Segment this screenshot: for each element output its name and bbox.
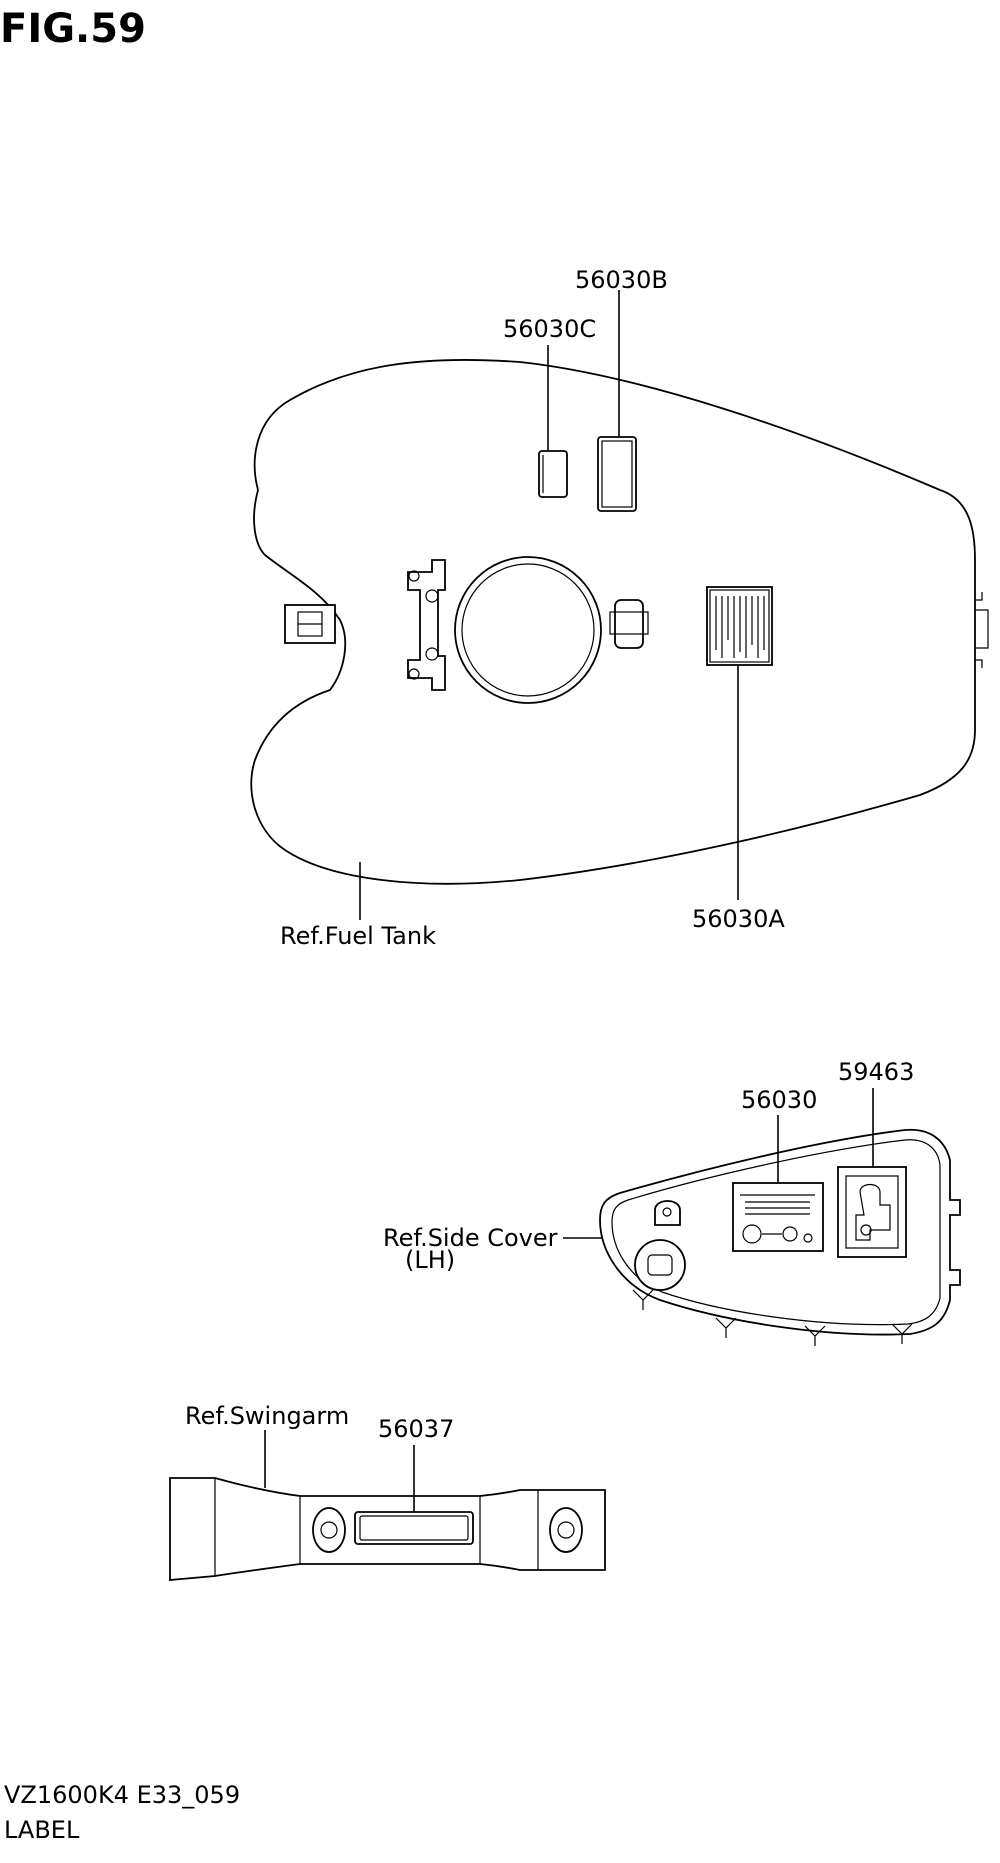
label-56037-mark [354,1511,474,1545]
fuel-tank [250,290,989,920]
side-cover [563,1088,961,1346]
label-59463-mark [837,1166,907,1258]
label-56030-mark [732,1182,824,1252]
side-cover-grommet [634,1239,686,1291]
label-56030a-mark [706,586,773,666]
fuel-tank-outline [250,359,976,885]
callout-56037: 56037 [378,1415,454,1443]
side-cover-mount-tab [654,1200,681,1226]
ref-swingarm-label: Ref.Swingarm [185,1402,349,1430]
label-56030b-mark [597,436,637,512]
ref-fuel-tank-label: Ref.Fuel Tank [280,922,436,950]
tank-rear-mount [975,592,989,668]
pivot-boss-left [312,1507,346,1553]
cap-hinge-bracket [407,559,446,691]
callout-56030c: 56030C [503,315,596,343]
callout-56030: 56030 [741,1086,817,1114]
callout-59463: 59463 [838,1058,914,1086]
ref-side-cover-label: Ref.Side Cover [383,1224,558,1252]
clip-1 [632,1289,654,1310]
clip-4 [891,1323,913,1344]
clip-2 [715,1317,737,1338]
cap-lock-tab [609,599,649,649]
tank-front-bracket [284,604,336,644]
callout-56030a: 56030A [692,905,785,933]
label-56030c-mark [538,450,568,498]
callout-56030b: 56030B [575,266,668,294]
figure-name: LABEL [4,1816,80,1844]
pivot-boss-right [549,1507,583,1553]
clip-3 [804,1325,826,1346]
swingarm [169,1430,606,1581]
fuel-cap-ring [454,556,602,704]
figure-code: VZ1600K4 E33_059 [4,1781,240,1809]
ref-side-cover-sub: (LH) [405,1246,455,1274]
figure-title: FIG.59 [0,6,146,52]
